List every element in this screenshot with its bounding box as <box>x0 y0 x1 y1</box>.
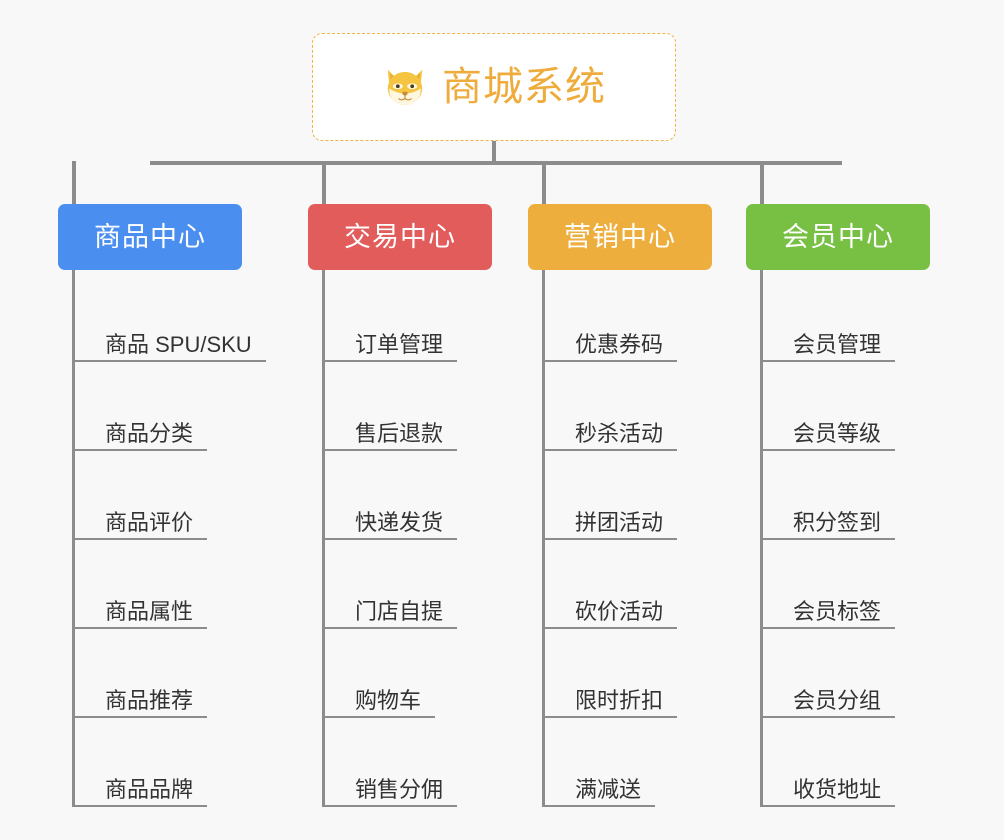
connector-spine-1 <box>322 270 325 807</box>
connector-spine-3 <box>760 270 763 807</box>
connector-drop-0 <box>72 161 76 204</box>
connector-spine-0 <box>72 270 75 807</box>
leaf-item[interactable]: 商品品牌 <box>75 763 208 807</box>
leaf-label: 商品品牌 <box>105 777 194 802</box>
connector-drop-1 <box>322 161 326 204</box>
leaf-label: 商品 SPU/SKU <box>105 332 252 357</box>
category-label-1: 交易中心 <box>344 221 456 252</box>
leaf-label: 商品推荐 <box>105 688 194 713</box>
leaf-item[interactable]: 购物车 <box>325 674 436 718</box>
root-title: 商城系统 <box>442 65 606 109</box>
leaf-label: 砍价活动 <box>575 599 664 624</box>
leaf-label: 拼团活动 <box>575 510 664 535</box>
category-box-2[interactable]: 营销中心 <box>528 204 712 270</box>
leaf-label: 订单管理 <box>355 332 444 357</box>
leaf-label: 会员管理 <box>793 332 882 357</box>
leaf-label: 满减送 <box>575 777 642 802</box>
leaf-item[interactable]: 优惠券码 <box>545 318 678 362</box>
category-label-3: 会员中心 <box>782 221 894 252</box>
connector-spine-2 <box>542 270 545 807</box>
leaf-label: 收货地址 <box>793 777 882 802</box>
category-label-2: 营销中心 <box>564 221 676 252</box>
leaf-item[interactable]: 快递发货 <box>325 496 458 540</box>
leaf-item[interactable]: 会员分组 <box>763 674 896 718</box>
category-box-3[interactable]: 会员中心 <box>746 204 930 270</box>
leaf-item[interactable]: 会员管理 <box>763 318 896 362</box>
leaf-item[interactable]: 商品评价 <box>75 496 208 540</box>
leaf-item[interactable]: 限时折扣 <box>545 674 678 718</box>
leaf-label: 会员等级 <box>793 421 882 446</box>
leaf-label: 优惠券码 <box>575 332 664 357</box>
leaf-item[interactable]: 积分签到 <box>763 496 896 540</box>
leaf-item[interactable]: 售后退款 <box>325 407 458 451</box>
connector-horizontal-bus <box>150 161 842 165</box>
connector-drop-3 <box>760 161 764 204</box>
leaf-label: 商品分类 <box>105 421 194 446</box>
connector-drop-2 <box>542 161 546 204</box>
root-node[interactable]: 商城系统 <box>312 33 676 141</box>
leaf-label: 会员标签 <box>793 599 882 624</box>
leaf-label: 门店自提 <box>355 599 444 624</box>
leaf-label: 售后退款 <box>355 421 444 446</box>
leaf-item[interactable]: 收货地址 <box>763 763 896 807</box>
leaf-item[interactable]: 会员标签 <box>763 585 896 629</box>
leaf-item[interactable]: 会员等级 <box>763 407 896 451</box>
leaf-item[interactable]: 拼团活动 <box>545 496 678 540</box>
leaf-label: 秒杀活动 <box>575 421 664 446</box>
leaf-item[interactable]: 商品 SPU/SKU <box>75 318 266 362</box>
connector-root-stem <box>492 141 496 163</box>
leaf-label: 积分签到 <box>793 510 882 535</box>
leaf-item[interactable]: 满减送 <box>545 763 656 807</box>
category-label-0: 商品中心 <box>94 221 206 252</box>
shiba-dog-face-icon <box>387 69 423 107</box>
leaf-label: 商品评价 <box>105 510 194 535</box>
leaf-label: 快递发货 <box>355 510 444 535</box>
leaf-item[interactable]: 商品属性 <box>75 585 208 629</box>
leaf-label: 购物车 <box>355 688 422 713</box>
leaf-label: 限时折扣 <box>575 688 664 713</box>
leaf-item[interactable]: 销售分佣 <box>325 763 458 807</box>
category-box-0[interactable]: 商品中心 <box>58 204 242 270</box>
leaf-item[interactable]: 商品分类 <box>75 407 208 451</box>
leaf-label: 会员分组 <box>793 688 882 713</box>
leaf-item[interactable]: 商品推荐 <box>75 674 208 718</box>
leaf-item[interactable]: 秒杀活动 <box>545 407 678 451</box>
leaf-item[interactable]: 砍价活动 <box>545 585 678 629</box>
category-box-1[interactable]: 交易中心 <box>308 204 492 270</box>
leaf-label: 销售分佣 <box>355 777 444 802</box>
leaf-label: 商品属性 <box>105 599 194 624</box>
leaf-item[interactable]: 订单管理 <box>325 318 458 362</box>
leaf-item[interactable]: 门店自提 <box>325 585 458 629</box>
